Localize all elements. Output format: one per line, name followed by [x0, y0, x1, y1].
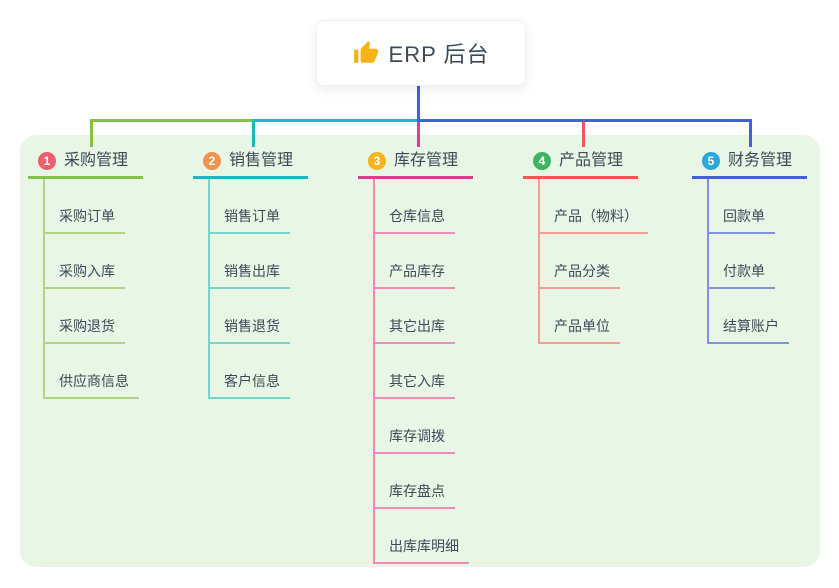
branch-header[interactable]: 4 产品管理: [523, 146, 639, 179]
sub-node[interactable]: 产品单位: [540, 289, 648, 344]
sub-node-label: 产品分类: [540, 261, 620, 289]
branch-node-4: 4 产品管理 产品（物料） 产品分类产品单位: [523, 146, 648, 344]
branch-number-badge: 1: [38, 152, 56, 170]
branch-label: 产品管理: [559, 152, 624, 169]
sub-node[interactable]: 销售出库: [210, 234, 290, 289]
connector-bus-right-blue: [417, 119, 752, 122]
root-node-erp[interactable]: ERP 后台: [316, 20, 526, 86]
sub-node-label: 出库库明细: [375, 536, 469, 564]
sub-node-label: 付款单: [709, 261, 775, 289]
sub-node[interactable]: 其它入库: [375, 344, 469, 399]
sub-node[interactable]: 付款单: [709, 234, 789, 289]
sub-node-label: 产品单位: [540, 316, 620, 344]
branch-sub-list: 回款单付款单结算账户: [707, 179, 789, 344]
sub-node[interactable]: 产品（物料）: [540, 179, 648, 234]
branch-header[interactable]: 1 采购管理: [28, 146, 144, 179]
connector-drop-2: [252, 119, 255, 147]
sub-node[interactable]: 采购退货: [45, 289, 139, 344]
sub-node[interactable]: 采购订单: [45, 179, 139, 234]
sub-node[interactable]: 库存盘点: [375, 454, 469, 509]
sub-node-label: 其它入库: [375, 371, 455, 399]
branch-number-badge: 2: [203, 152, 221, 170]
root-node-title: ERP 后台: [388, 42, 490, 67]
connector-drop-1: [90, 119, 93, 147]
branch-node-5: 5 财务管理 回款单付款单结算账户: [692, 146, 808, 344]
sub-node-label: 库存盘点: [375, 481, 455, 509]
sub-node-label: 采购入库: [45, 261, 125, 289]
branch-label: 财务管理: [728, 152, 793, 169]
sub-node-label: 产品库存: [375, 261, 455, 289]
sub-node[interactable]: 仓库信息: [375, 179, 469, 234]
sub-node-label: 采购退货: [45, 316, 125, 344]
sub-node[interactable]: 采购入库: [45, 234, 139, 289]
branch-number-badge: 4: [533, 152, 551, 170]
sub-node-label: 客户信息: [210, 371, 290, 399]
sub-node-label: 销售退货: [210, 316, 290, 344]
connector-drop-5: [749, 119, 752, 147]
connector-drop-3: [417, 119, 420, 147]
branch-number-badge: 5: [702, 152, 720, 170]
sub-node-label: 库存调拨: [375, 426, 455, 454]
sub-node[interactable]: 其它出库: [375, 289, 469, 344]
branch-header[interactable]: 3 库存管理: [358, 146, 474, 179]
branch-header[interactable]: 2 销售管理: [193, 146, 309, 179]
branches-panel: [20, 135, 820, 567]
connector-root-stem: [417, 84, 420, 122]
thumbs-up-icon: [353, 41, 378, 63]
sub-node[interactable]: 库存调拨: [375, 399, 469, 454]
sub-node-label: 仓库信息: [375, 206, 455, 234]
sub-node[interactable]: 结算账户: [709, 289, 789, 344]
sub-node[interactable]: 产品分类: [540, 234, 648, 289]
branch-sub-list: 销售订单销售出库销售退货客户信息: [208, 179, 290, 399]
sub-node-label: 结算账户: [709, 316, 789, 344]
sub-node[interactable]: 客户信息: [210, 344, 290, 399]
sub-node-label: 采购订单: [45, 206, 125, 234]
sub-node-label: 其它出库: [375, 316, 455, 344]
branch-node-1: 1 采购管理 采购订单采购入库采购退货供应商信息: [28, 146, 144, 399]
sub-node[interactable]: 回款单: [709, 179, 789, 234]
branch-number-badge: 3: [368, 152, 386, 170]
branch-node-3: 3 库存管理 仓库信息产品库存其它出库其它入库库存调拨库存盘点出库库明细: [358, 146, 474, 564]
connector-drop-4: [582, 119, 585, 147]
branch-sub-list: 产品（物料） 产品分类产品单位: [538, 179, 648, 344]
sub-node-label: 回款单: [709, 206, 775, 234]
connector-bus-left-green: [90, 119, 255, 122]
branch-sub-list: 采购订单采购入库采购退货供应商信息: [43, 179, 139, 399]
sub-node[interactable]: 产品库存: [375, 234, 469, 289]
branch-label: 库存管理: [394, 152, 459, 169]
sub-node-label: 销售出库: [210, 261, 290, 289]
sub-node-label: 产品（物料）: [540, 206, 648, 234]
sub-node-label: 供应商信息: [45, 371, 139, 399]
branch-label: 采购管理: [64, 152, 129, 169]
branch-label: 销售管理: [229, 152, 294, 169]
branch-sub-list: 仓库信息产品库存其它出库其它入库库存调拨库存盘点出库库明细: [373, 179, 469, 564]
sub-node[interactable]: 销售订单: [210, 179, 290, 234]
connector-bus-left-teal: [252, 119, 418, 122]
sub-node-label: 销售订单: [210, 206, 290, 234]
branch-header[interactable]: 5 财务管理: [692, 146, 808, 179]
sub-node[interactable]: 销售退货: [210, 289, 290, 344]
sub-node[interactable]: 供应商信息: [45, 344, 139, 399]
branch-node-2: 2 销售管理 销售订单销售出库销售退货客户信息: [193, 146, 309, 399]
sub-node[interactable]: 出库库明细: [375, 509, 469, 564]
